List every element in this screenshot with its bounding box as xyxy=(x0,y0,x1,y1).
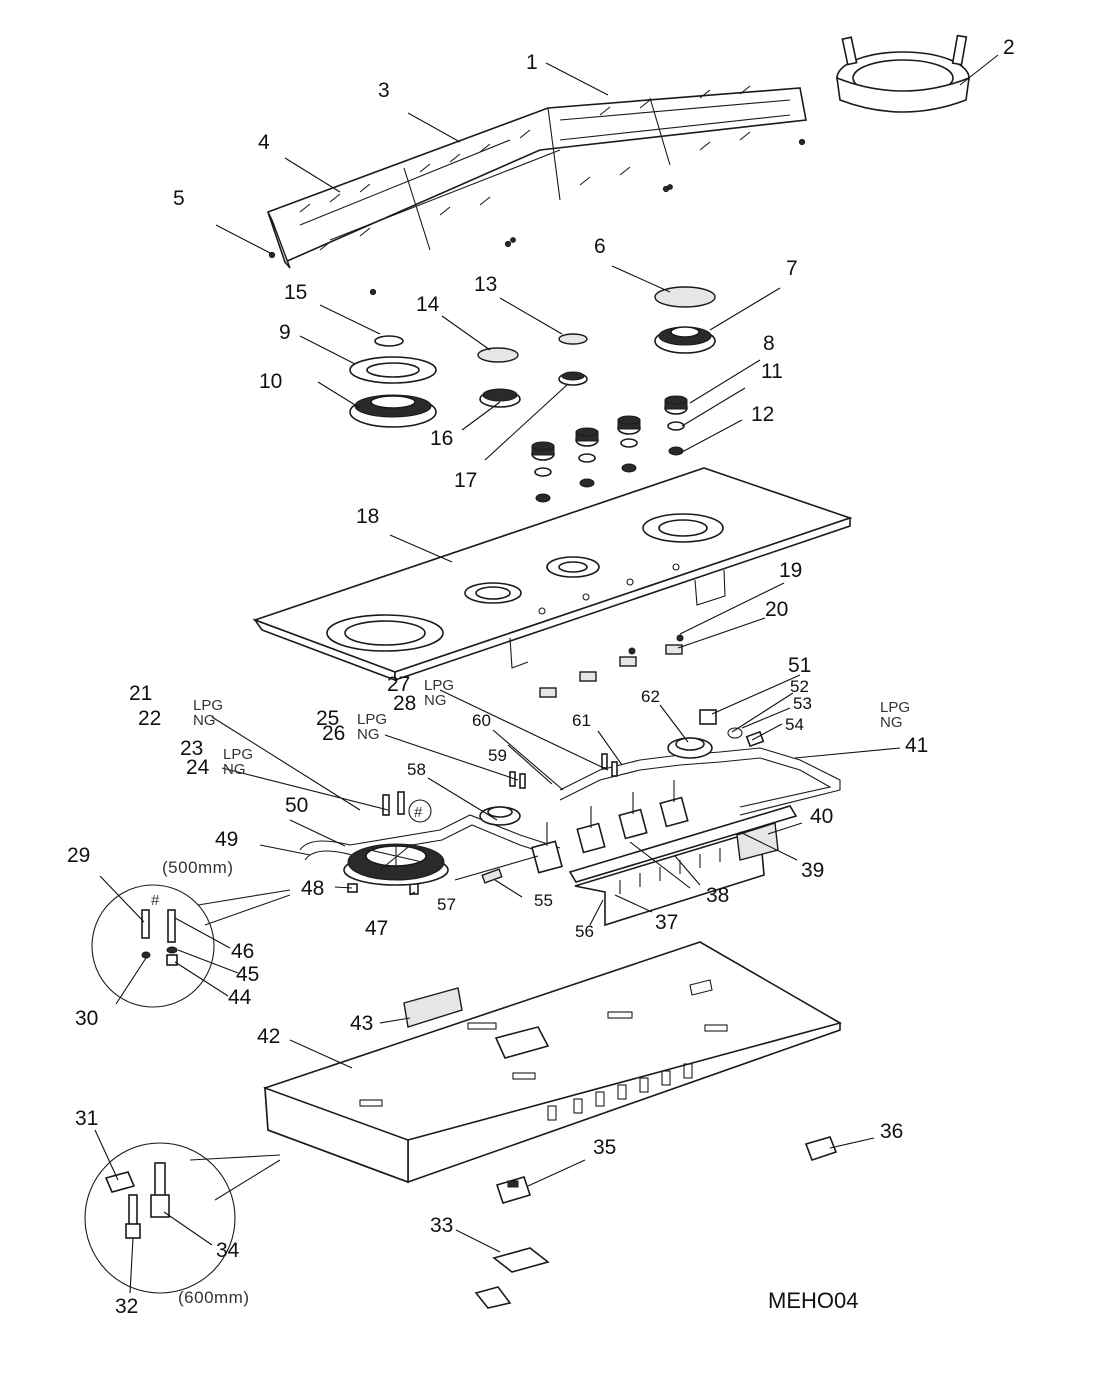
callout-16: 16 xyxy=(430,427,453,450)
callout-40: 40 xyxy=(810,805,833,828)
callout-38: 38 xyxy=(706,884,729,907)
callout-39: 39 xyxy=(801,859,824,882)
gas-ng-label-e: NG xyxy=(880,714,903,731)
callout-14: 14 xyxy=(416,293,440,316)
gas-manifold-assembly xyxy=(299,709,841,927)
callout-46: 46 xyxy=(231,940,254,963)
callout-59: 59 xyxy=(488,746,507,765)
callout-36: 36 xyxy=(880,1120,903,1143)
callout-8: 8 xyxy=(763,332,775,355)
detail-600mm xyxy=(84,1142,281,1294)
callout-18: 18 xyxy=(356,505,379,528)
callout-41: 41 xyxy=(905,734,928,757)
callout-21: 21 xyxy=(129,682,152,705)
callout-58: 58 xyxy=(407,760,426,779)
callout-60: 60 xyxy=(472,711,491,730)
callout-35: 35 xyxy=(593,1136,616,1159)
callout-42: 42 xyxy=(257,1025,280,1048)
callout-48: 48 xyxy=(301,877,324,900)
injectors xyxy=(382,753,618,823)
callout-29: 29 xyxy=(67,844,90,867)
knob-column-2 xyxy=(575,427,599,488)
knob-column-3 xyxy=(617,415,641,473)
callout-9: 9 xyxy=(279,321,291,344)
callout-37: 37 xyxy=(655,911,678,934)
callout-10: 10 xyxy=(259,370,282,393)
gas-lpg-label-e: LPG xyxy=(880,699,910,716)
callout-17: 17 xyxy=(454,469,477,492)
gas-ng-label-c: NG xyxy=(357,726,380,743)
callout-62: 62 xyxy=(641,687,660,706)
callout-20: 20 xyxy=(765,598,788,621)
detail-500mm xyxy=(91,884,291,1008)
callout-6: 6 xyxy=(594,235,606,258)
callout-15: 15 xyxy=(284,281,307,304)
diagram-code: MEHO04 xyxy=(768,1288,858,1313)
callout-7: 7 xyxy=(786,257,798,280)
callout-11: 11 xyxy=(761,360,783,383)
callout-30: 30 xyxy=(75,1007,98,1030)
callout-23: 23 xyxy=(180,737,203,760)
callout-22: 22 xyxy=(138,707,161,730)
knob-column-1 xyxy=(531,441,555,503)
callout-52: 52 xyxy=(790,677,809,696)
callout-13: 13 xyxy=(474,273,497,296)
burner-caps-and-crowns xyxy=(349,286,716,428)
callout-51: 51 xyxy=(788,654,811,677)
brackets xyxy=(474,1136,838,1309)
gas-lpg-label-a: LPG xyxy=(193,697,223,714)
callout-4: 4 xyxy=(258,131,270,154)
hash-marker-detail: # xyxy=(151,892,160,909)
callout-5: 5 xyxy=(173,187,185,210)
callout-26: 26 xyxy=(322,722,345,745)
callout-1: 1 xyxy=(526,51,538,74)
callout-53: 53 xyxy=(793,694,812,713)
callout-31: 31 xyxy=(75,1107,98,1130)
callout-44: 44 xyxy=(228,986,252,1009)
callout-27: 27 xyxy=(387,673,410,696)
gas-lpg-label-d: LPG xyxy=(424,677,454,694)
note-600mm: (600mm) xyxy=(178,1288,250,1307)
wok-burner xyxy=(343,843,449,886)
callout-43: 43 xyxy=(350,1012,373,1035)
callout-33: 33 xyxy=(430,1214,453,1237)
gas-type-labels: LPG NG LPG NG LPG NG LPG NG LPG NG xyxy=(193,677,910,778)
control-knobs xyxy=(531,395,688,503)
callout-57: 57 xyxy=(437,895,456,914)
wok-ring xyxy=(836,34,970,113)
gas-ng-label-b: NG xyxy=(223,761,246,778)
callout-47: 47 xyxy=(365,917,388,940)
gas-lpg-label-b: LPG xyxy=(223,746,253,763)
hob-top xyxy=(252,467,853,682)
callout-34: 34 xyxy=(216,1239,240,1262)
callout-49: 49 xyxy=(215,828,238,851)
callout-50: 50 xyxy=(285,794,308,817)
callout-2: 2 xyxy=(1003,36,1015,59)
callout-61: 61 xyxy=(572,711,591,730)
leader-lines xyxy=(94,54,999,1294)
callout-32: 32 xyxy=(115,1295,138,1318)
callout-54: 54 xyxy=(785,715,804,734)
callout-19: 19 xyxy=(779,559,802,582)
pan-support-grates xyxy=(266,85,807,296)
callout-56: 56 xyxy=(575,922,594,941)
note-500mm: (500mm) xyxy=(162,858,234,877)
callout-labels: 1 2 3 4 5 6 7 8 9 10 11 12 13 14 15 16 1… xyxy=(67,36,1015,1318)
callout-24: 24 xyxy=(186,756,210,779)
callout-28: 28 xyxy=(393,692,416,715)
callout-12: 12 xyxy=(751,403,774,426)
base-tray xyxy=(263,941,842,1184)
callout-25: 25 xyxy=(316,707,339,730)
callout-3: 3 xyxy=(378,79,390,102)
callout-55: 55 xyxy=(534,891,553,910)
callout-45: 45 xyxy=(236,963,259,986)
gas-ng-label-a: NG xyxy=(193,712,216,729)
ignition-switches xyxy=(539,634,684,698)
hash-marker-burner: # xyxy=(414,804,423,821)
gas-ng-label-d: NG xyxy=(424,692,447,709)
gas-lpg-label-c: LPG xyxy=(357,711,387,728)
